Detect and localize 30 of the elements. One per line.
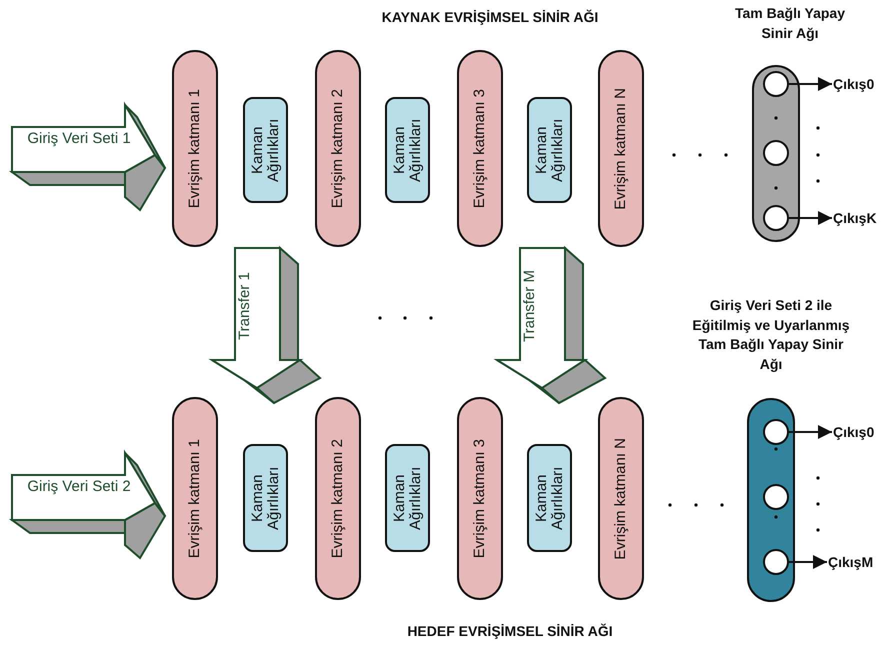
arrow xyxy=(789,425,832,439)
weights-box: Kaman Ağırlıkları xyxy=(243,444,288,552)
layer-capsule: Evrişim katmanı 3 xyxy=(457,397,503,600)
column-heading: Tam Bağlı Yapay Sinir Ağı xyxy=(734,4,846,43)
section-heading: KAYNAK EVRİŞİMSEL SİNİR AĞI xyxy=(380,8,600,27)
weights-box: Kaman Ağırlıkları xyxy=(527,444,572,552)
arrow xyxy=(789,77,832,91)
output-label: ÇıkışK xyxy=(833,208,893,228)
arrow-label: Giriş Veri Seti 2 xyxy=(26,477,132,497)
output-label: Çıkış0 xyxy=(833,74,893,94)
weights-box: Kaman Ağırlıkları xyxy=(385,444,430,552)
output-label: Çıkış0 xyxy=(833,422,893,442)
column-heading: Giriş Veri Seti 2 ile Eğitilmiş ve Uyarlanmış Tam Bağlı Yapay Sinir Ağı xyxy=(691,296,851,374)
arrow xyxy=(789,555,827,569)
layer-capsule: Evrişim katmanı N xyxy=(598,50,644,247)
weights-box: Kaman Ağırlıkları xyxy=(527,97,572,203)
arrow-label: Transfer 1 xyxy=(237,271,254,342)
layer-capsule: Evrişim katmanı 2 xyxy=(315,50,361,247)
layer-capsule: Evrişim katmanı 1 xyxy=(172,50,218,247)
layer-capsule: Evrişim katmanı 2 xyxy=(315,397,361,600)
arrow-label: Transfer M xyxy=(522,269,539,344)
layer-capsule: Evrişim katmanı 3 xyxy=(457,50,503,247)
arrow-label: Giriş Veri Seti 1 xyxy=(26,129,132,149)
output-label: ÇıkışM xyxy=(828,552,892,572)
layer-capsule: Evrişim katmanı N xyxy=(598,397,644,600)
weights-box: Kaman Ağırlıkları xyxy=(243,97,288,203)
arrow xyxy=(789,211,832,225)
section-heading: HEDEF EVRİŞİMSEL SİNİR AĞI xyxy=(406,622,614,641)
layer-capsule: Evrişim katmanı 1 xyxy=(172,397,218,600)
weights-box: Kaman Ağırlıkları xyxy=(385,97,430,203)
